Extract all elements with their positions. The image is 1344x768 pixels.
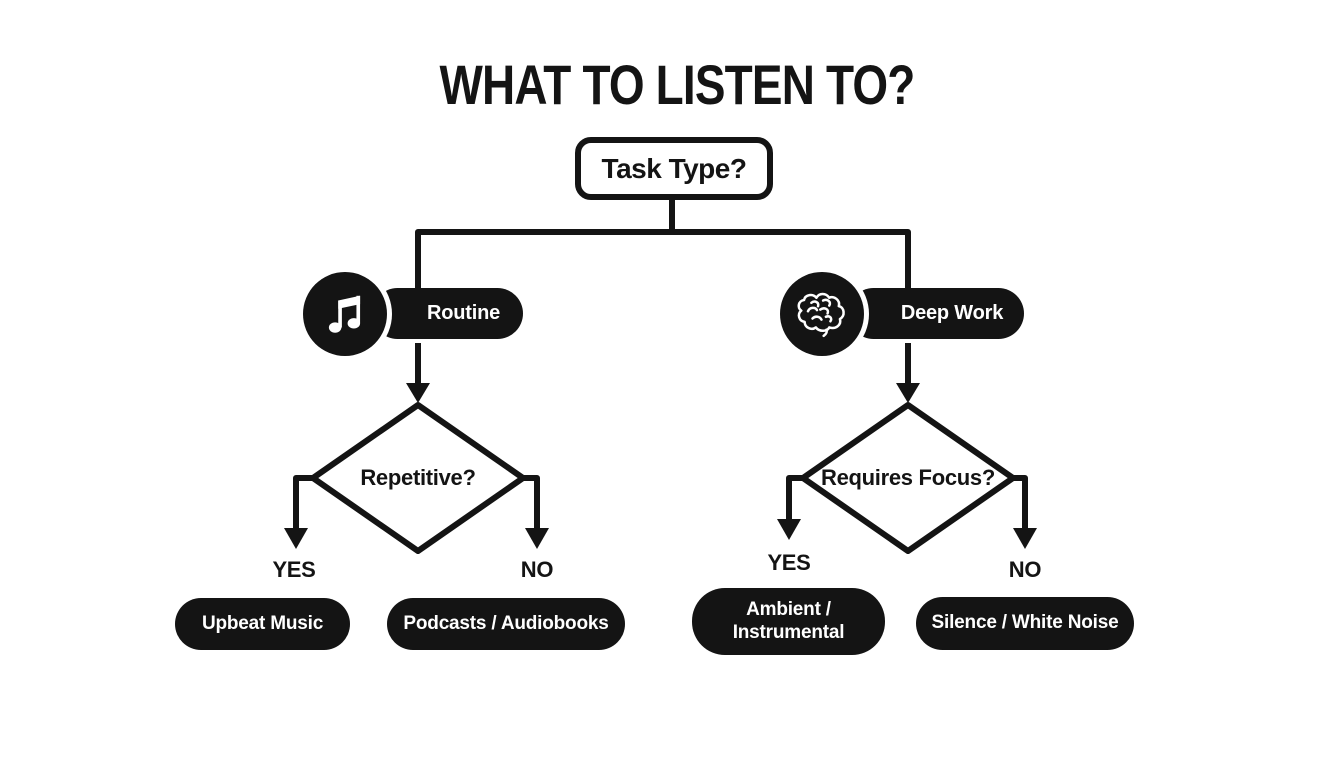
outcome-silence-white-noise-label: Silence / White Noise xyxy=(931,612,1119,634)
root-node-label: Task Type? xyxy=(601,152,747,184)
answer-yes-repetitive: YES xyxy=(272,557,316,582)
branch-node-deep-work: Deep Work xyxy=(848,288,1024,339)
repetitive-text: Repetitive? xyxy=(360,465,476,490)
outcome-podcasts-audiobooks: Podcasts / Audiobooks xyxy=(387,598,625,650)
branch-deep-work-label: Deep Work xyxy=(900,302,1004,324)
arrowhead-focus-no xyxy=(1013,528,1037,549)
decision-diamond-repetitive xyxy=(310,402,526,554)
decision-label-repetitive: Repetitive? xyxy=(318,464,518,492)
arrowhead-routine xyxy=(406,383,430,403)
answer-no-repetitive: NO xyxy=(520,557,554,582)
routine-badge xyxy=(303,272,387,356)
music-note-icon xyxy=(328,295,361,333)
arrowhead-deepwork xyxy=(896,383,920,403)
decision-diamond-focus xyxy=(800,402,1016,554)
arrowhead-repetitive-no xyxy=(525,528,549,549)
brain-icon xyxy=(797,292,845,338)
answer-no-focus: NO xyxy=(1008,557,1042,582)
focus-text: Requires Focus? xyxy=(821,465,995,490)
outcome-silence-white-noise: Silence / White Noise xyxy=(916,597,1134,650)
arrowhead-focus-yes xyxy=(777,519,801,540)
page-title: WHAT TO LISTEN TO? xyxy=(439,53,915,116)
root-node-task-type: Task Type? xyxy=(575,137,773,200)
answer-yes-focus: YES xyxy=(767,550,811,575)
outcome-ambient-instrumental: Ambient / Instrumental xyxy=(692,588,885,655)
decision-label-focus: Requires Focus? xyxy=(783,464,1033,492)
outcome-ambient-instrumental-label: Ambient / Instrumental xyxy=(732,598,845,643)
deep-work-badge xyxy=(780,272,864,356)
branch-node-routine: Routine xyxy=(372,288,523,339)
outcome-podcasts-audiobooks-label: Podcasts / Audiobooks xyxy=(403,612,609,634)
arrowhead-repetitive-yes xyxy=(284,528,308,549)
branch-routine-label: Routine xyxy=(426,302,501,324)
outcome-upbeat-music: Upbeat Music xyxy=(175,598,350,650)
outcome-upbeat-music-label: Upbeat Music xyxy=(201,612,324,634)
connector-branch-rail xyxy=(415,229,911,301)
